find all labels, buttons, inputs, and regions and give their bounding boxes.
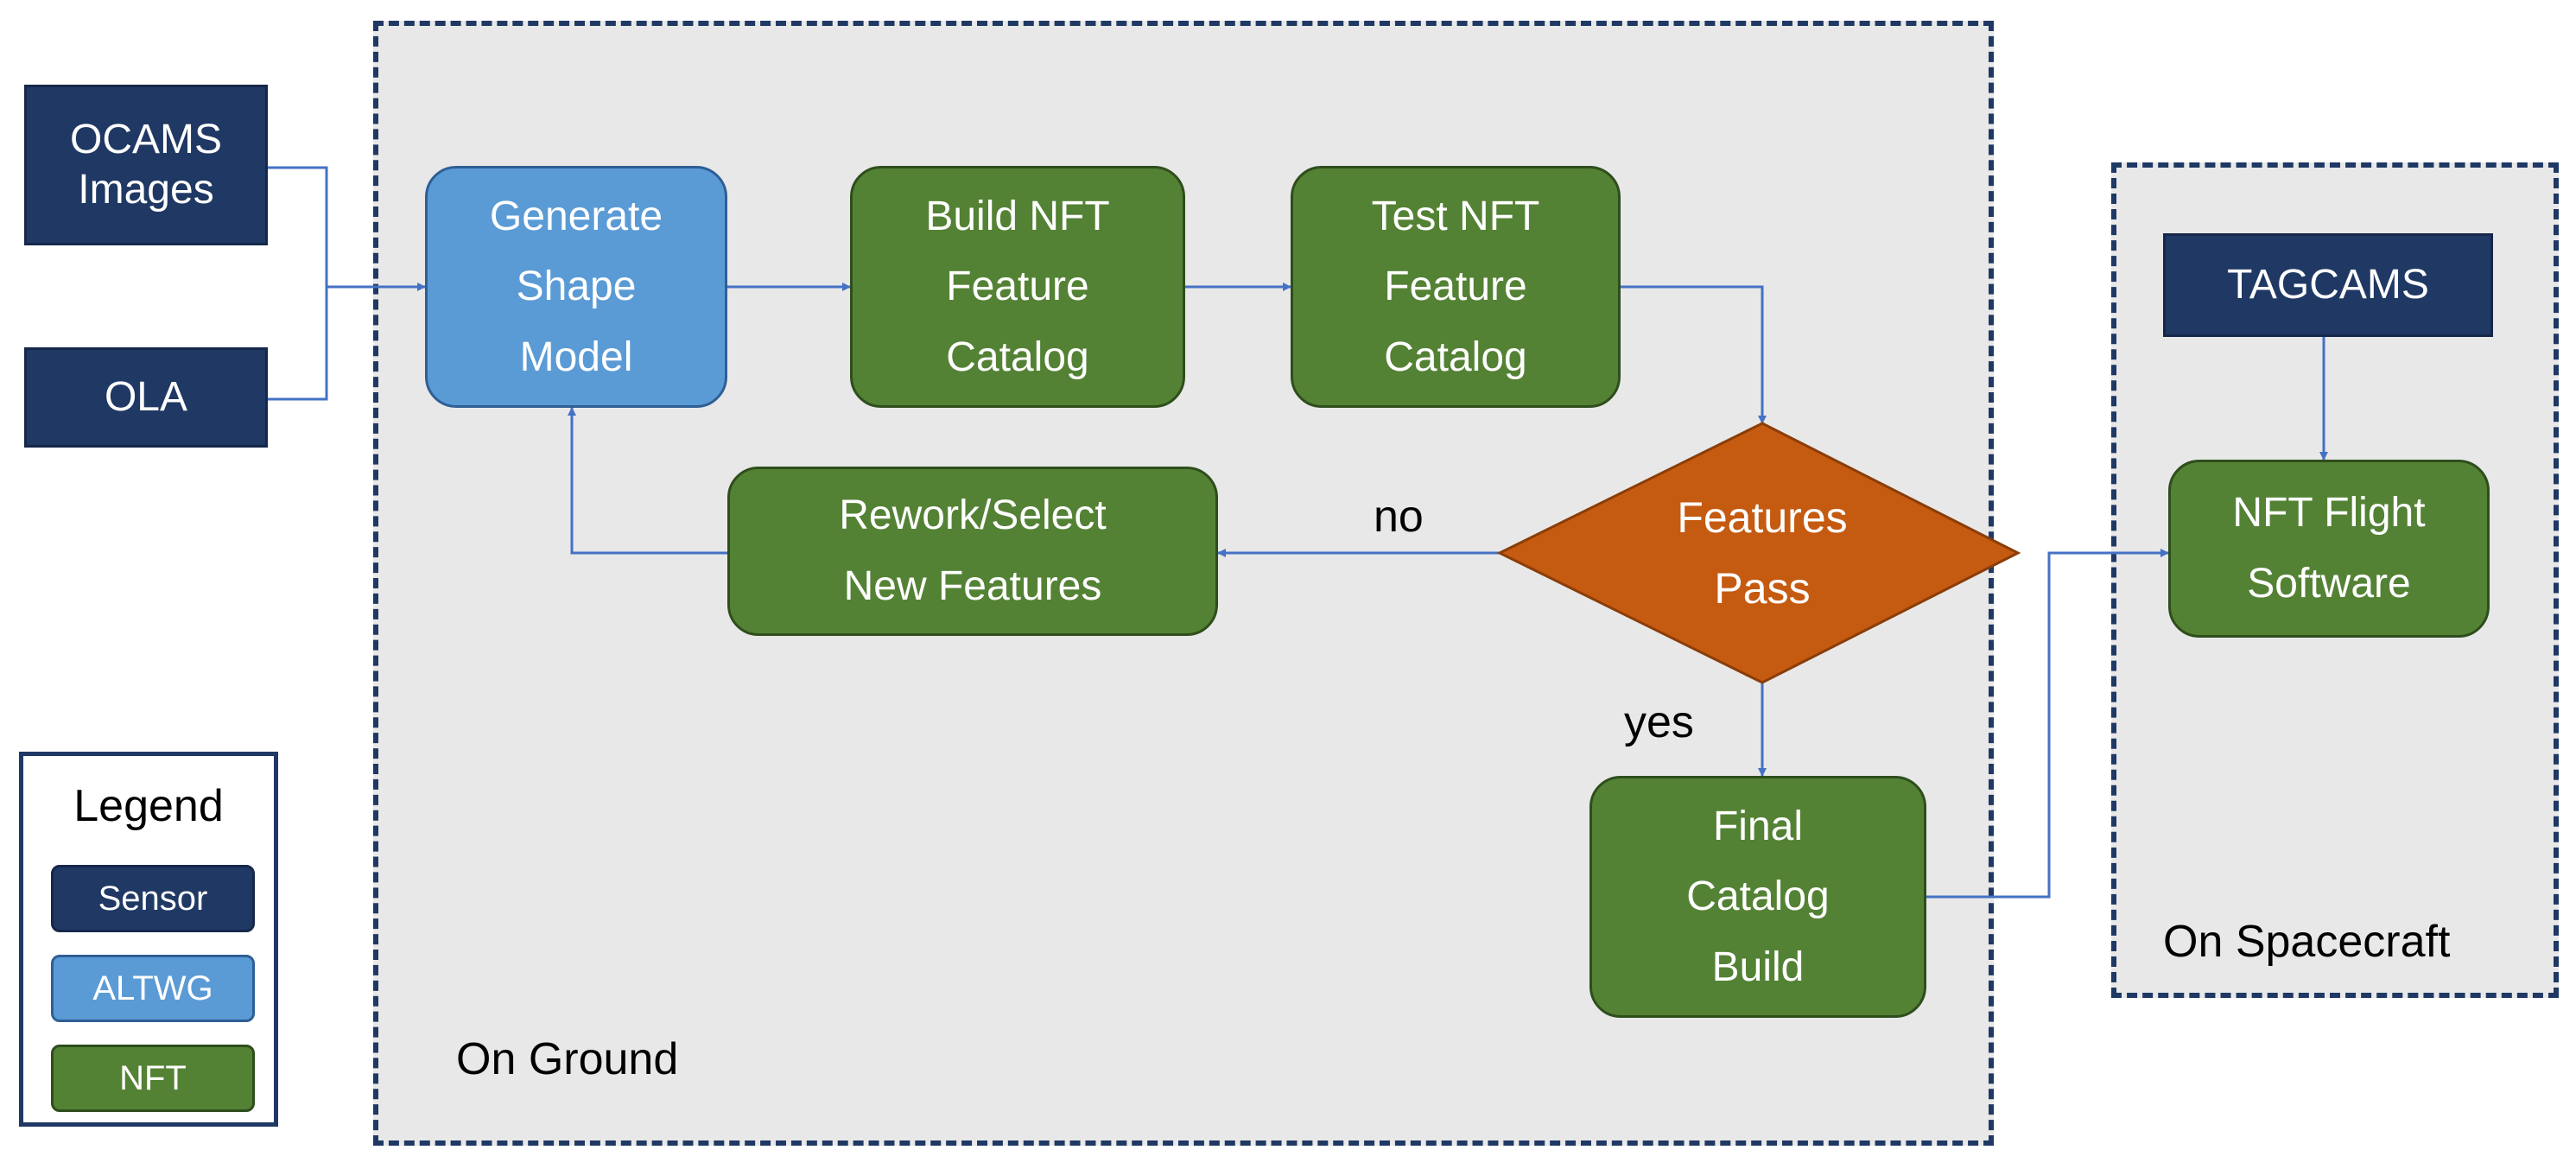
rework-select-new-features-node: Rework/Select New Features <box>727 467 1218 636</box>
build-nft-feature-catalog-node: Build NFT Feature Catalog <box>850 166 1185 408</box>
legend-item-nft: NFT <box>51 1045 255 1112</box>
test-nft-feature-catalog-node: Test NFT Feature Catalog <box>1291 166 1621 408</box>
legend-item-altwg: ALTWG <box>51 955 255 1022</box>
arrow-test-to-decision <box>1621 285 1767 424</box>
features-pass-label: Features Pass <box>1677 492 1848 613</box>
tagcams-node: TAGCAMS <box>2163 233 2493 337</box>
arrow-ola-to-shape-model <box>268 287 328 401</box>
arrow-final-to-flight-software <box>1926 549 2169 899</box>
edge-label-yes: yes <box>1624 697 1694 747</box>
legend-box: Legend Sensor ALTWG NFT <box>19 752 278 1127</box>
arrow-ocams-to-shape-model <box>268 166 426 291</box>
features-pass-decision-diamond <box>1496 422 2021 684</box>
arrow-rework-to-shape-model <box>568 407 727 555</box>
generate-shape-model-node: Generate Shape Model <box>425 166 727 408</box>
on-spacecraft-label: On Spacecraft <box>2163 917 2451 967</box>
ola-node: OLA <box>24 347 268 448</box>
edge-label-no: no <box>1374 492 1424 542</box>
ocams-images-node: OCAMS Images <box>24 85 268 245</box>
legend-title: Legend <box>73 781 224 831</box>
nft-flight-software-node: NFT Flight Software <box>2168 460 2490 638</box>
on-ground-label: On Ground <box>456 1034 679 1084</box>
legend-item-sensor: Sensor <box>51 865 255 932</box>
final-catalog-build-node: Final Catalog Build <box>1589 776 1926 1018</box>
